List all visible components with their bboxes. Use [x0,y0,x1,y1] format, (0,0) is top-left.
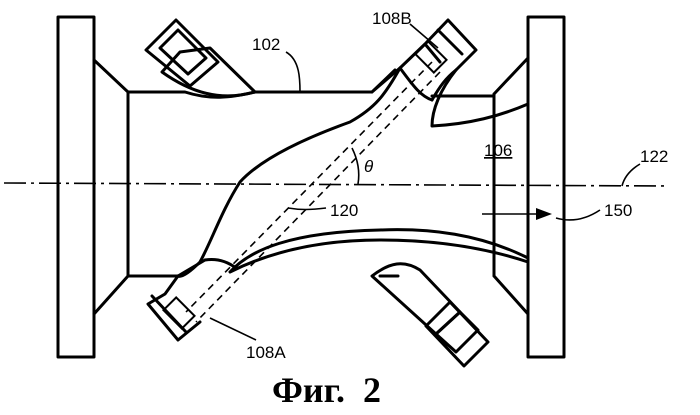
label-122: 122 [640,147,668,166]
leader-108a [210,318,256,340]
label-108b: 108B [372,9,412,28]
label-theta: θ [364,157,374,176]
label-150: 150 [604,201,632,220]
flow-arrowhead [536,208,552,220]
left-neck [94,60,128,314]
sensor-108b [415,41,446,72]
port-upper-right [400,20,476,100]
leader-120 [288,208,326,210]
port-lower-left [148,259,236,340]
label-108a: 108A [246,343,286,362]
leader-102 [286,52,300,92]
label-120: 120 [330,201,358,220]
flow-wall [178,68,432,276]
leader-122 [622,164,640,186]
theta-arc [352,148,359,184]
label-102: 102 [252,35,280,54]
figure-caption: Фиг. 2 [272,370,381,410]
center-axis [4,183,668,186]
right-flange [528,17,564,357]
flange-lower-right [426,302,488,366]
flow-wall-lower [230,230,528,272]
label-106: 106 [484,141,512,160]
left-flange [58,17,94,357]
